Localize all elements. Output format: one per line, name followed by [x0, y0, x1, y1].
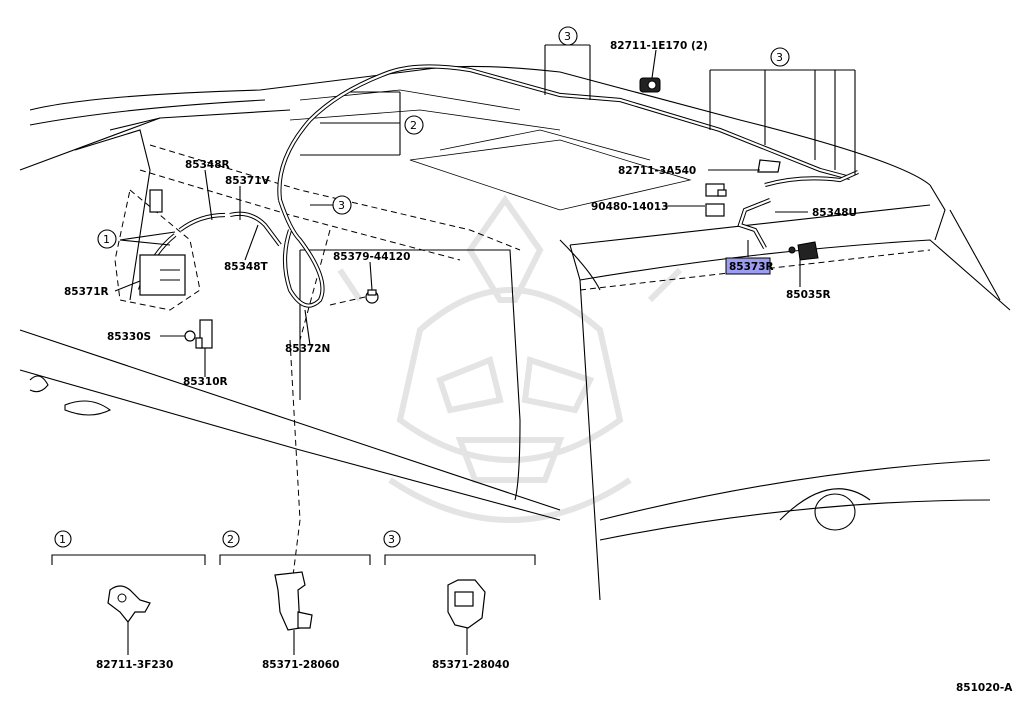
label-85310R: 85310R: [183, 376, 228, 388]
leader-lines: [114, 44, 856, 377]
label-85373R[interactable]: 85373R: [729, 261, 774, 273]
callout-3-right: 3: [770, 47, 790, 67]
label-85372N: 85372N: [285, 343, 330, 355]
label-82711-1E170: 82711-1E170 (2): [610, 40, 708, 52]
washer-reservoir-85310R: [114, 189, 201, 311]
callout-3-right-text: 3: [776, 51, 783, 64]
clip-82711-1E170: [639, 77, 661, 93]
legend-clip-2: 2 85371-28060: [219, 530, 371, 671]
grommet-85330S: [184, 330, 196, 342]
watermark-logo: [337, 194, 683, 523]
legend-1-number: 1: [59, 533, 66, 546]
label-85371R: 85371R: [64, 286, 109, 298]
callout-1-left-text: 1: [103, 233, 110, 246]
label-85348R: 85348R: [185, 159, 230, 171]
label-85330S: 85330S: [107, 331, 151, 343]
callout-1-left: 1: [97, 229, 117, 249]
pump-85310R: [195, 319, 213, 349]
callout-2-top: 2: [404, 115, 424, 135]
legend-clip-1: 1 82711-3F230: [51, 530, 206, 671]
washer-nozzle-85035R: [788, 241, 819, 261]
legend-2-number: 2: [227, 533, 234, 546]
label-85373R-highlighted[interactable]: 85373R: [725, 257, 774, 275]
legend-label-82711-3F230: 82711-3F230: [96, 659, 173, 671]
legend-clip-3: 3 85371-28040: [383, 530, 536, 671]
callout-3-mid: 3: [332, 195, 352, 215]
label-85348T: 85348T: [224, 261, 269, 273]
label-85371V: 85371V: [225, 175, 271, 187]
bolt-85379-44120: [365, 289, 379, 304]
legend-label-85371-28060: 85371-28060: [262, 659, 339, 671]
callout-3-top-text: 3: [564, 30, 571, 43]
callout-3-mid-text: 3: [338, 199, 345, 212]
figure-code: 851020-A: [956, 682, 1013, 694]
legend-3-number: 3: [388, 533, 395, 546]
vehicle-body-outline: [19, 65, 1011, 601]
callout-3-top: 3: [558, 26, 578, 46]
check-valve-90480-14013: [705, 183, 727, 217]
callout-2-top-text: 2: [410, 119, 417, 132]
label-82711-3A540: 82711-3A540: [618, 165, 696, 177]
label-85348U: 85348U: [812, 207, 857, 219]
legend-label-85371-28040: 85371-28040: [432, 659, 509, 671]
label-90480-14013: 90480-14013: [591, 201, 668, 213]
clamp-82711-3A540: [757, 159, 781, 173]
label-85379-44120: 85379-44120: [333, 251, 410, 263]
label-85035R: 85035R: [786, 289, 831, 301]
